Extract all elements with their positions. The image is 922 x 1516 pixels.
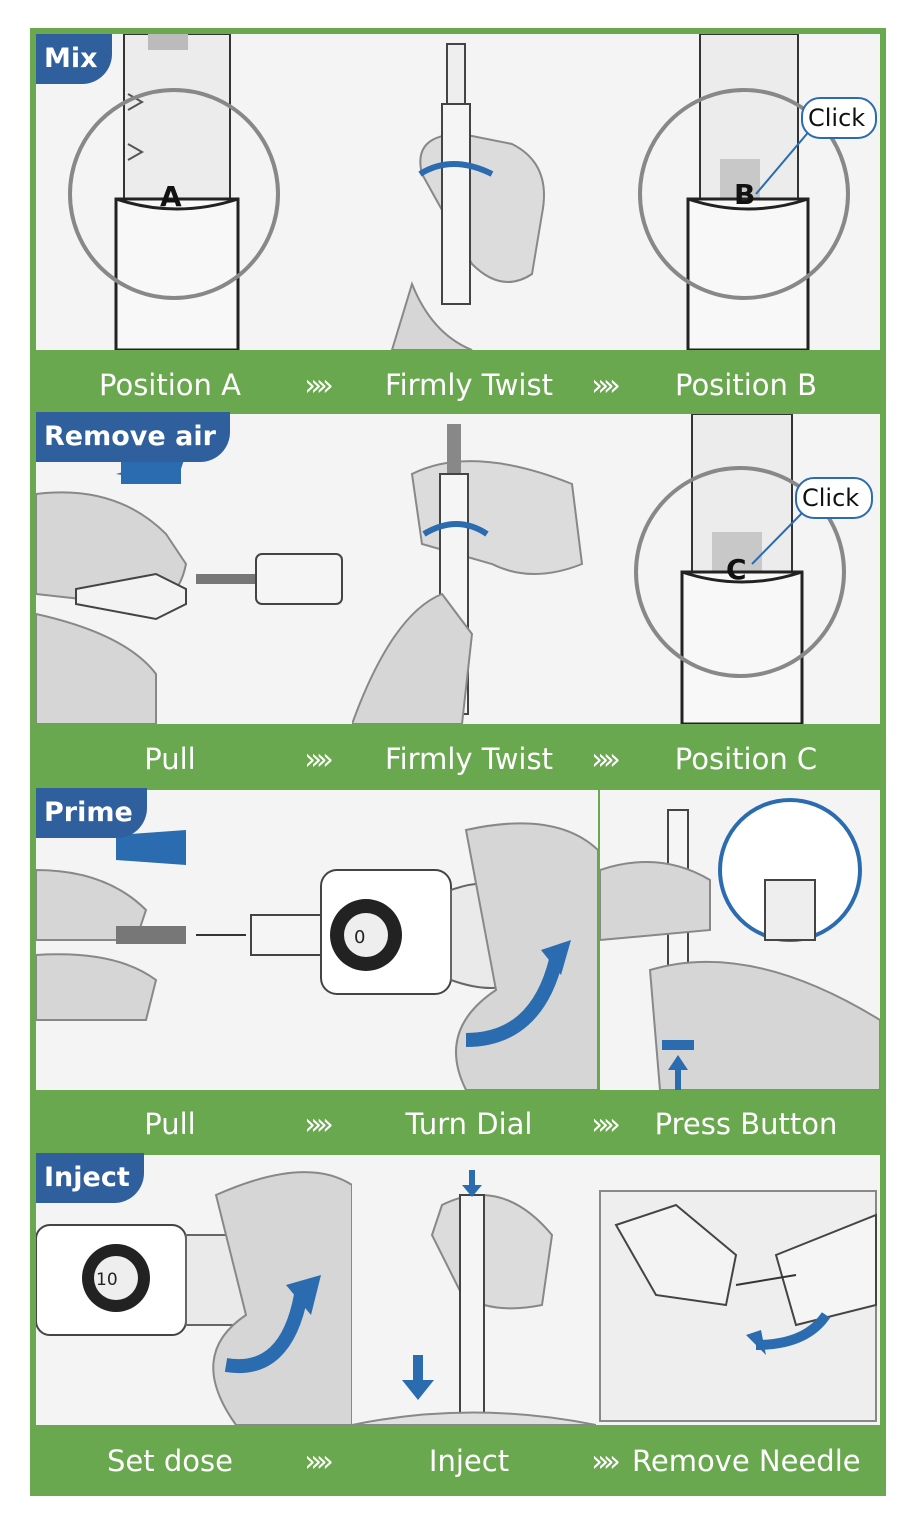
step-label: Press Button bbox=[654, 1107, 838, 1141]
step-label: Position C bbox=[674, 742, 818, 776]
section-badge-prime: Prime bbox=[36, 788, 147, 838]
marker-c: C bbox=[726, 553, 747, 586]
prime-panel-press-button bbox=[600, 790, 880, 1090]
step-separator: »» bbox=[591, 1444, 621, 1478]
inject-panel-remove-needle bbox=[596, 1155, 880, 1425]
step-separator: »» bbox=[304, 1444, 334, 1478]
step-label: Inject bbox=[428, 1444, 510, 1478]
dose-readout: 0 bbox=[354, 927, 365, 948]
click-callout: Click bbox=[808, 104, 865, 132]
hand-twist-illustration bbox=[390, 43, 545, 350]
click-callout: Click bbox=[802, 484, 859, 512]
pen-closeup-c-illustration: C Click bbox=[634, 414, 873, 724]
step-strip-mix: Position A »» Firmly Twist »» Position B bbox=[36, 356, 880, 414]
step-label: Remove Needle bbox=[632, 1444, 861, 1478]
step-label: Position A bbox=[99, 368, 241, 402]
section-badge-mix: Mix bbox=[36, 34, 112, 84]
step-label: Turn Dial bbox=[405, 1107, 533, 1141]
inject-illustration bbox=[352, 1170, 596, 1425]
step-separator: »» bbox=[591, 368, 621, 402]
hand-twist-illustration bbox=[352, 424, 584, 724]
set-dose-illustration: 10 bbox=[36, 1171, 352, 1425]
prime-dial-illustration: 0 bbox=[36, 822, 598, 1090]
step-label: Set dose bbox=[107, 1444, 233, 1478]
mix-panel-position-a: A bbox=[36, 34, 352, 350]
remove-air-panel-twist bbox=[352, 414, 596, 724]
prime-panel-pull-dial: 0 bbox=[36, 790, 598, 1090]
pen-closeup-b-illustration: B Click bbox=[638, 34, 877, 350]
pen-closeup-illustration: A bbox=[68, 34, 280, 350]
step-separator: »» bbox=[304, 742, 334, 776]
step-label: Pull bbox=[144, 742, 196, 776]
remove-needle-illustration bbox=[599, 1190, 877, 1422]
step-strip-remove-air: Pull »» Firmly Twist »» Position C bbox=[36, 730, 880, 788]
mix-panel-twist bbox=[352, 34, 596, 350]
section-badge-remove-air: Remove air bbox=[36, 412, 230, 462]
step-separator: »» bbox=[304, 368, 334, 402]
step-strip-prime: Pull »» Turn Dial »» Press Button bbox=[36, 1095, 880, 1153]
step-label: Firmly Twist bbox=[385, 368, 553, 402]
remove-air-panel-position-c: C Click bbox=[596, 414, 880, 724]
press-button-illustration bbox=[600, 798, 880, 1090]
step-strip-inject: Set dose »» Inject »» Remove Needle bbox=[36, 1432, 880, 1490]
section-badge-inject: Inject bbox=[36, 1153, 144, 1203]
mix-panel-position-b: B Click bbox=[596, 34, 880, 350]
marker-b: B bbox=[734, 178, 755, 211]
step-label: Firmly Twist bbox=[385, 742, 553, 776]
step-separator: »» bbox=[591, 1107, 621, 1141]
inject-panel-inject bbox=[352, 1155, 596, 1425]
step-label: Pull bbox=[144, 1107, 196, 1141]
step-separator: »» bbox=[304, 1107, 334, 1141]
step-label: Position B bbox=[674, 368, 818, 402]
step-separator: »» bbox=[591, 742, 621, 776]
dose-readout: 10 bbox=[96, 1270, 118, 1290]
marker-a: A bbox=[160, 180, 182, 213]
